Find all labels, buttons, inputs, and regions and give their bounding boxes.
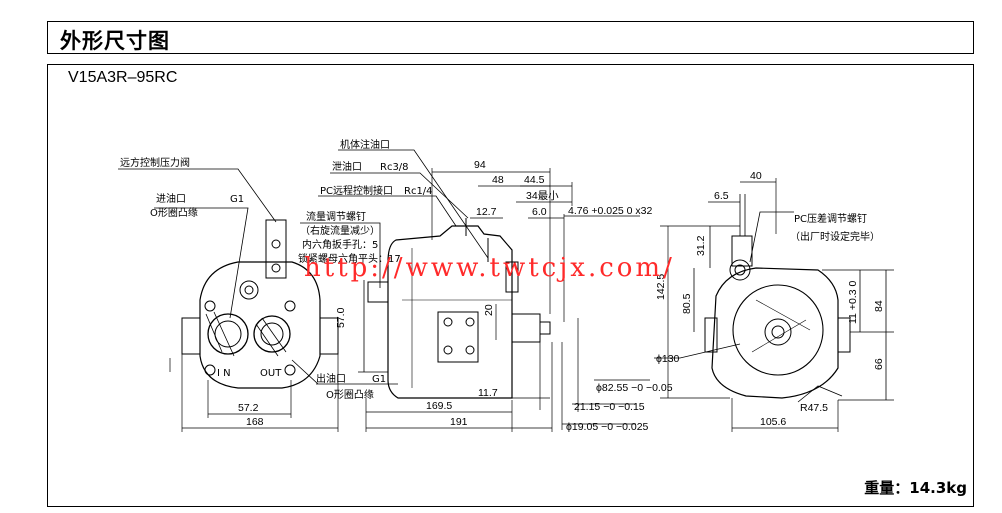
label-flow-note: （右旋流量减少）: [300, 224, 380, 237]
dim-130: ϕ130: [656, 353, 680, 365]
label-pc-screw: PC压差调节螺钉: [794, 212, 867, 225]
dim-57-0: 57.0: [335, 307, 347, 328]
dim-21-15: 21.15 −0 −0.15: [574, 401, 645, 413]
section-title: 外形尺寸图: [60, 29, 170, 53]
dim-31-2: 31.2: [695, 235, 707, 256]
front-view: [181, 219, 339, 389]
label-out: OUT: [260, 368, 282, 379]
label-pc-remote-rc: Rc1/4: [404, 186, 433, 197]
label-outlet-flange: O形圈凸缘: [326, 388, 374, 401]
dim-12-7: 12.7: [476, 206, 497, 218]
dim-6-5: 6.5: [714, 190, 729, 202]
dim-66: 66: [873, 358, 885, 370]
label-body-port: 机体注油口: [340, 138, 390, 151]
dim-105-6: 105.6: [760, 416, 786, 428]
side-view: [367, 218, 551, 399]
label-pc-note: （出厂时设定完毕）: [790, 230, 880, 243]
dim-94: 94: [474, 159, 486, 171]
dim-44-5: 44.5: [524, 174, 545, 186]
label-remote-valve: 远方控制压力阀: [120, 156, 190, 169]
label-outlet: 出油口: [316, 372, 346, 385]
end-view: [704, 194, 851, 399]
dim-191: 191: [450, 416, 468, 428]
label-outlet-g: G1: [372, 374, 386, 385]
dim-142-5: 142.5: [655, 274, 667, 300]
dim-19-05: ϕ19.05 −0 −0.025: [566, 421, 649, 433]
dim-80-5: 80.5: [681, 293, 693, 314]
section-title-box: 外形尺寸图: [47, 21, 974, 54]
dim-40: 40: [750, 170, 762, 182]
dim-key: 4.76 +0.025 0 x32: [568, 205, 653, 217]
dim-20: 20: [483, 304, 495, 316]
weight-label: 重量：14.3kg: [864, 479, 967, 497]
label-lock-nut: 锁紧螺母六角平头：17: [298, 252, 401, 265]
dim-48: 48: [492, 174, 504, 186]
dim-11-7: 11.7: [478, 387, 498, 399]
dim-6-0: 6.0: [532, 206, 547, 218]
label-inlet: 进油口: [156, 192, 186, 205]
label-in: I N: [217, 368, 231, 379]
dim-84: 84: [873, 300, 885, 312]
label-pc-remote: PC远程控制接口: [320, 184, 393, 197]
label-inlet-flange: O形圈凸缘: [150, 206, 198, 219]
drawing-panel: V15A3R–95RC 重量：14.3kg: [47, 64, 974, 507]
label-flow-screw: 流量调节螺钉: [306, 210, 366, 223]
dim-82-55: ϕ82.55 −0 −0.05: [596, 382, 673, 394]
dim-168: 168: [246, 416, 264, 428]
watermark-url: http://www.twtcjx.com/: [304, 253, 675, 283]
dim-169-5: 169.5: [426, 400, 452, 412]
label-inlet-g: G1: [230, 194, 244, 205]
label-drain: 泄油口: [332, 160, 362, 173]
dim-34-min: 34最小: [526, 190, 559, 202]
dim-r47-5: R47.5: [800, 402, 828, 414]
label-hex-wrench: 内六角扳手孔：5: [302, 238, 378, 251]
model-number: V15A3R–95RC: [68, 69, 178, 86]
label-drain-rc: Rc3/8: [380, 162, 409, 173]
dim-11: 11 +0.3 0: [847, 281, 859, 324]
dim-57-2: 57.2: [238, 402, 259, 414]
